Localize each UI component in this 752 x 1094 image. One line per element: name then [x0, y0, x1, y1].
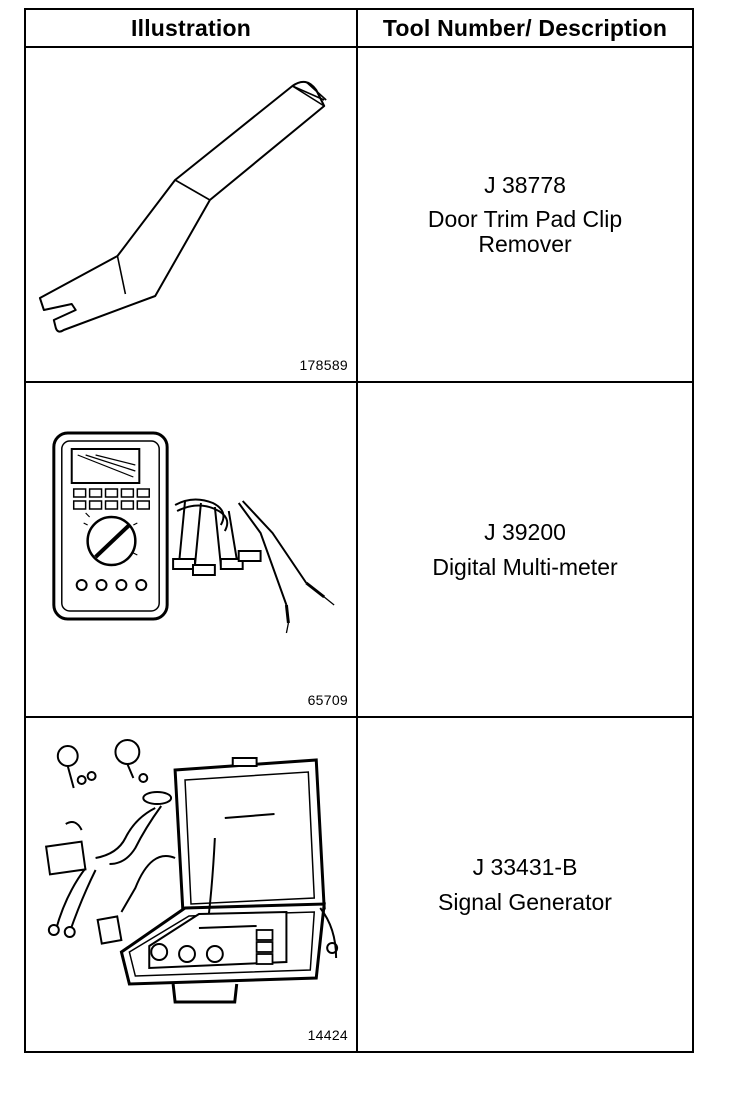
illustration-cell: 65709: [24, 381, 358, 718]
multimeter-icon: [52, 431, 335, 634]
tool-name: Door Trim Pad Clip Remover: [427, 206, 623, 257]
table-row: 14424 J 33431-B Signal Generator: [24, 716, 694, 1053]
tool-name: Digital Multi-meter: [432, 553, 618, 580]
description-cell: J 38778 Door Trim Pad Clip Remover: [356, 46, 694, 383]
header-row: Illustration Tool Number/ Description: [24, 8, 694, 48]
tool-number: J 33431-B: [472, 854, 578, 881]
figure-number: 65709: [307, 692, 348, 708]
tool-number: J 39200: [484, 519, 566, 546]
tool-number: J 38778: [484, 172, 566, 199]
tool-name: Signal Generator: [438, 888, 612, 915]
figure-number: 14424: [307, 1027, 348, 1043]
description-cell: J 33431-B Signal Generator: [356, 716, 694, 1053]
clip-remover-icon: [38, 80, 327, 333]
figure-number: 178589: [299, 357, 348, 373]
tool-table: Illustration Tool Number/ Description: [24, 8, 694, 1053]
signal-generator-icon: [44, 739, 339, 1004]
description-cell: J 39200 Digital Multi-meter: [356, 381, 694, 718]
table-row: 178589 J 38778 Door Trim Pad Clip Remove…: [24, 46, 694, 383]
table-row: 65709 J 39200 Digital Multi-meter: [24, 381, 694, 718]
illustration-cell: 14424: [24, 716, 358, 1053]
header-tool-description: Tool Number/ Description: [356, 8, 694, 48]
illustration-cell: 178589: [24, 46, 358, 383]
header-illustration: Illustration: [24, 8, 358, 48]
